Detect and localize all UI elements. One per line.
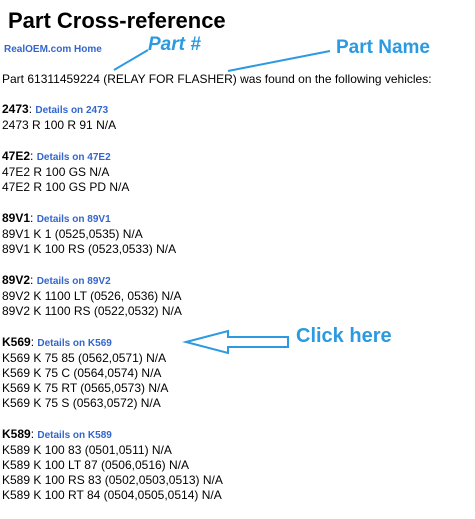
vehicle-group: 89V1: Details on 89V1 89V1 K 1 (0525,053…	[2, 211, 472, 257]
vehicle-line: 89V1 K 1 (0525,0535) N/A	[2, 227, 143, 241]
vehicle-line: K569 K 75 C (0564,0574) N/A	[2, 366, 162, 380]
vehicle-group: K569: Details on K569 K569 K 75 85 (0562…	[2, 335, 472, 411]
group-header: 89V2: Details on 89V2	[2, 273, 111, 287]
vehicle-group: 89V2: Details on 89V2 89V2 K 1100 LT (05…	[2, 273, 472, 319]
vehicle-line: K589 K 100 LT 87 (0506,0516) N/A	[2, 458, 190, 472]
vehicle-line: 47E2 R 100 GS PD N/A	[2, 180, 130, 194]
group-header: 89V1: Details on 89V1	[2, 211, 111, 225]
intro-text: Part 61311459224 (RELAY FOR FLASHER) was…	[2, 72, 432, 86]
part-name-pointer-line	[227, 50, 331, 72]
group-code: K569	[2, 335, 31, 349]
vehicle-line: K589 K 100 RS 83 (0502,0503,0513) N/A	[2, 473, 223, 487]
group-header: K589: Details on K589	[2, 427, 112, 441]
group-header: K569: Details on K569	[2, 335, 112, 349]
part-number-annotation: Part #	[148, 34, 201, 55]
vehicle-line: K569 K 75 S (0563,0572) N/A	[2, 396, 161, 410]
group-header: 2473: Details on 2473	[2, 102, 109, 116]
group-code: 89V2	[2, 273, 31, 287]
details-link[interactable]: Details on K569	[37, 338, 112, 349]
details-link[interactable]: Details on 89V2	[36, 276, 111, 287]
part-name-annotation: Part Name	[336, 37, 430, 58]
vehicle-groups: 2473: Details on 2473 2473 R 100 R 91 N/…	[2, 102, 472, 519]
page-title: Part Cross-reference	[8, 8, 226, 33]
group-code: 2473	[2, 102, 29, 116]
vehicle-line: K569 K 75 RT (0565,0573) N/A	[2, 381, 169, 395]
vehicle-line: 47E2 R 100 GS N/A	[2, 165, 110, 179]
group-header: 47E2: Details on 47E2	[2, 149, 111, 163]
group-code: 47E2	[2, 149, 31, 163]
vehicle-group: K589: Details on K589 K589 K 100 83 (050…	[2, 427, 472, 503]
vehicle-line: 89V2 K 1100 RS (0522,0532) N/A	[2, 304, 182, 318]
vehicle-line: K569 K 75 85 (0562,0571) N/A	[2, 351, 167, 365]
click-here-annotation: Click here	[296, 325, 392, 347]
vehicle-group: 2473: Details on 2473 2473 R 100 R 91 N/…	[2, 102, 472, 133]
vehicle-line: 2473 R 100 R 91 N/A	[2, 118, 117, 132]
home-link[interactable]: RealOEM.com Home	[4, 44, 102, 55]
vehicle-line: 89V1 K 100 RS (0523,0533) N/A	[2, 242, 177, 256]
details-link[interactable]: Details on 2473	[35, 105, 109, 116]
vehicle-line: K589 K 100 83 (0501,0511) N/A	[2, 443, 172, 457]
vehicle-line: 89V2 K 1100 LT (0526, 0536) N/A	[2, 289, 182, 303]
group-code: 89V1	[2, 211, 31, 225]
details-link[interactable]: Details on K589	[37, 430, 112, 441]
details-link[interactable]: Details on 47E2	[36, 152, 111, 163]
group-code: K589	[2, 427, 31, 441]
vehicle-line: K589 K 100 RT 84 (0504,0505,0514) N/A	[2, 488, 222, 502]
details-link[interactable]: Details on 89V1	[36, 214, 111, 225]
vehicle-group: 47E2: Details on 47E2 47E2 R 100 GS N/A …	[2, 149, 472, 195]
part-number-pointer-line	[113, 49, 149, 71]
